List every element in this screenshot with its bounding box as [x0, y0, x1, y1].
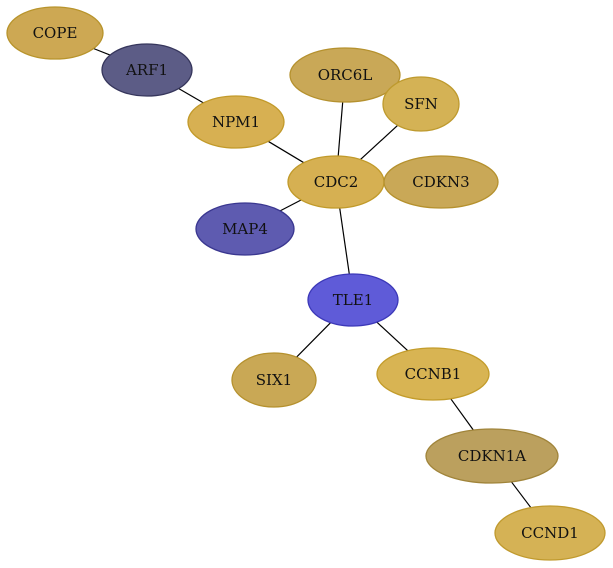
node-shape-cdkn1a — [425, 428, 559, 484]
node-map4: MAP4 — [195, 202, 295, 256]
edge-tle1-ccnb1 — [376, 321, 409, 352]
node-shape-npm1 — [187, 95, 285, 149]
node-shape-sfn — [382, 76, 460, 132]
node-label-cdkn3: CDKN3 — [412, 173, 469, 191]
node-npm1: NPM1 — [187, 95, 285, 149]
node-label-sfn: SFN — [404, 95, 438, 113]
node-orc6l: ORC6L — [289, 47, 401, 103]
node-tle1: TLE1 — [307, 273, 399, 327]
node-shape-six1 — [231, 352, 317, 408]
edge-cdkn1a-ccnd1 — [510, 481, 532, 509]
node-sfn: SFN — [382, 76, 460, 132]
node-arf1: ARF1 — [101, 43, 193, 97]
node-shape-cope — [6, 6, 104, 60]
node-label-cdkn1a: CDKN1A — [458, 447, 526, 465]
node-cdkn1a: CDKN1A — [425, 428, 559, 484]
node-shape-arf1 — [101, 43, 193, 97]
node-ccnb1: CCNB1 — [376, 347, 490, 401]
edge-map4-cdc2 — [279, 199, 302, 212]
node-shape-cdkn3 — [383, 155, 499, 209]
edge-cdc2-tle1 — [339, 207, 350, 275]
node-label-npm1: NPM1 — [212, 113, 260, 131]
node-label-orc6l: ORC6L — [318, 66, 373, 84]
edge-tle1-six1 — [296, 322, 332, 358]
node-label-cope: COPE — [33, 24, 78, 42]
edge-npm1-cdc2 — [267, 140, 305, 164]
node-label-ccnd1: CCND1 — [521, 524, 579, 542]
edge-sfn-cdc2 — [359, 124, 399, 161]
node-label-map4: MAP4 — [222, 220, 268, 238]
edges-layer — [93, 47, 532, 509]
edge-ccnb1-cdkn1a — [450, 398, 474, 431]
node-cdkn3: CDKN3 — [383, 155, 499, 209]
edge-arf1-npm1 — [178, 87, 204, 104]
node-cdc2: CDC2 — [287, 155, 385, 209]
node-shape-tle1 — [307, 273, 399, 327]
node-shape-orc6l — [289, 47, 401, 103]
node-label-arf1: ARF1 — [125, 61, 168, 79]
node-shape-ccnb1 — [376, 347, 490, 401]
node-label-tle1: TLE1 — [333, 291, 373, 309]
edge-cope-arf1 — [93, 47, 111, 56]
node-ccnd1: CCND1 — [494, 505, 606, 561]
node-six1: SIX1 — [231, 352, 317, 408]
node-shape-map4 — [195, 202, 295, 256]
node-cope: COPE — [6, 6, 104, 60]
edge-orc6l-cdc2 — [337, 101, 344, 157]
node-label-six1: SIX1 — [256, 371, 292, 389]
node-shape-ccnd1 — [494, 505, 606, 561]
node-label-cdc2: CDC2 — [314, 173, 359, 191]
node-label-ccnb1: CCNB1 — [405, 365, 462, 383]
